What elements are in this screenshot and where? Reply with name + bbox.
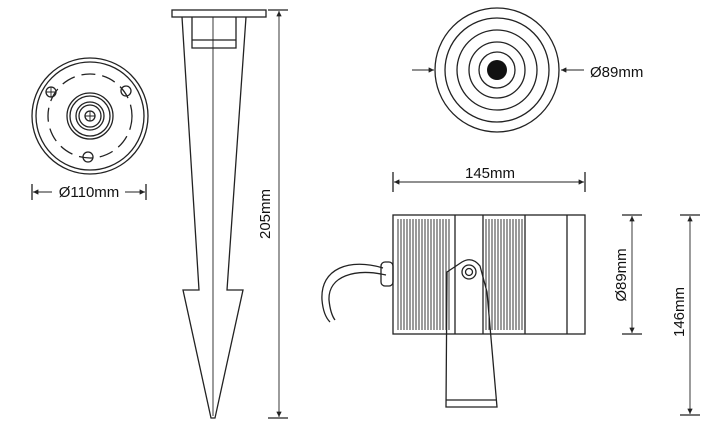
heatsink-fin: [433, 219, 438, 330]
body-length-label: 145mm: [465, 165, 515, 182]
front-view: Ø89mm: [412, 7, 643, 133]
heatsink-fin: [515, 219, 520, 330]
heatsink-fin: [439, 219, 444, 330]
heatsink-fin: [415, 219, 420, 330]
base-plate-view: Ø110mm: [31, 57, 149, 201]
ground-spike-view: 205mm: [171, 9, 288, 419]
front-diameter-label: Ø89mm: [590, 64, 643, 81]
heatsink-fin: [497, 219, 502, 330]
spike-length-label: 205mm: [257, 189, 274, 239]
heatsink-fin: [491, 219, 496, 330]
heatsink-fin: [409, 219, 414, 330]
heatsink-fin: [445, 219, 450, 330]
heatsink-fin: [503, 219, 508, 330]
side-view: 145mm Ø89mm 146mm: [321, 165, 700, 416]
heatsink-fin: [509, 219, 514, 330]
heatsink-fin: [427, 219, 432, 330]
total-height-label: 146mm: [671, 287, 688, 337]
heatsink-fin: [421, 219, 426, 330]
heatsink-fin: [397, 219, 402, 330]
heatsink-fin: [403, 219, 408, 330]
side-diameter-label: Ø89mm: [613, 248, 630, 301]
base-diameter-label: Ø110mm: [59, 184, 120, 201]
